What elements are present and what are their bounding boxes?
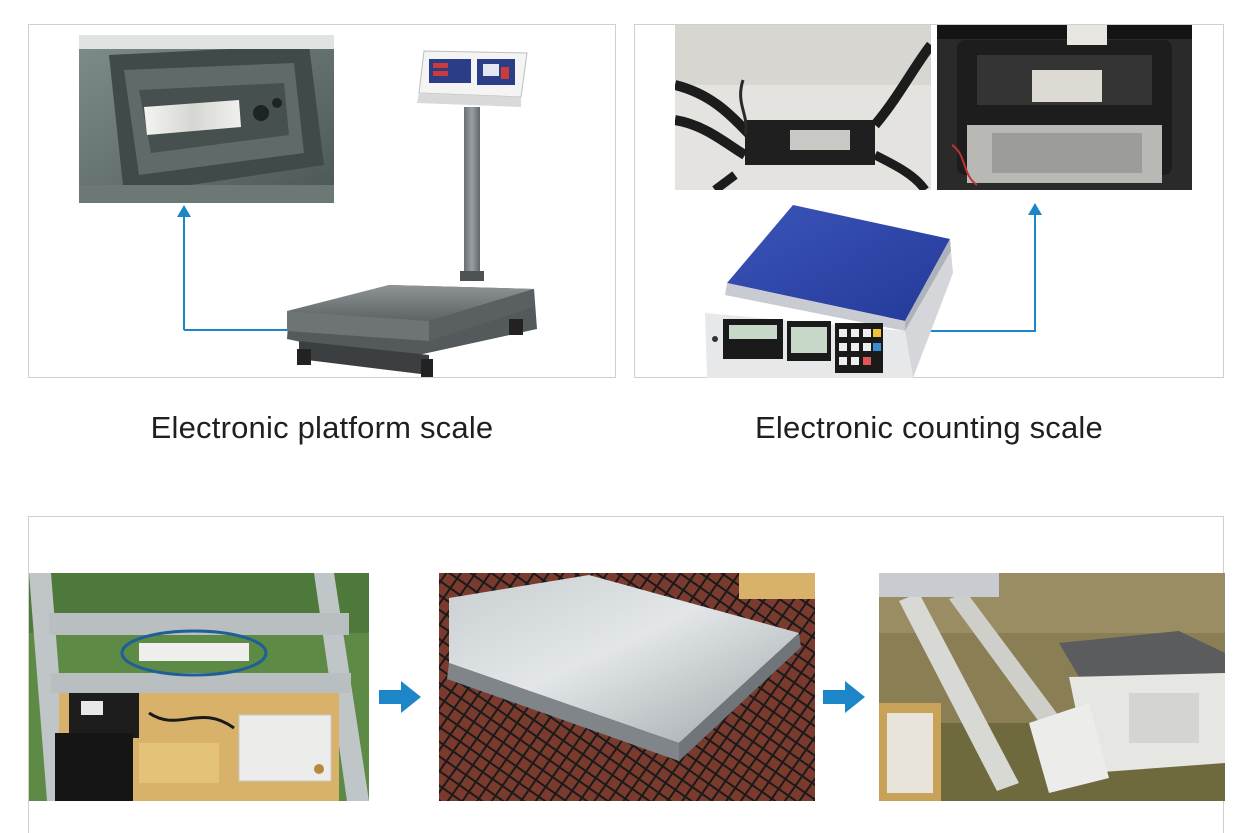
counting-scale-caption: Electronic counting scale [755,410,1103,445]
arrow-right-icon [823,681,865,713]
arrow-right-icon [379,681,421,713]
steel-plate-photo [439,573,815,801]
platform-scale-caption: Electronic platform scale [150,410,494,445]
platform-scale-photo [279,49,569,377]
platform-scale-panel [28,24,616,378]
platform-load-cell-photo [79,35,334,203]
installed-unit-photo [879,573,1225,801]
installation-sequence-panel [28,516,1225,833]
counting-scale-panel [634,24,1224,378]
counting-scale-underside-photo [937,25,1192,190]
arrow-up-icon [915,203,1042,332]
counting-scale-photo [705,203,955,378]
frame-electronics-photo [29,573,369,801]
counting-load-cell-bracket-photo [675,25,931,190]
